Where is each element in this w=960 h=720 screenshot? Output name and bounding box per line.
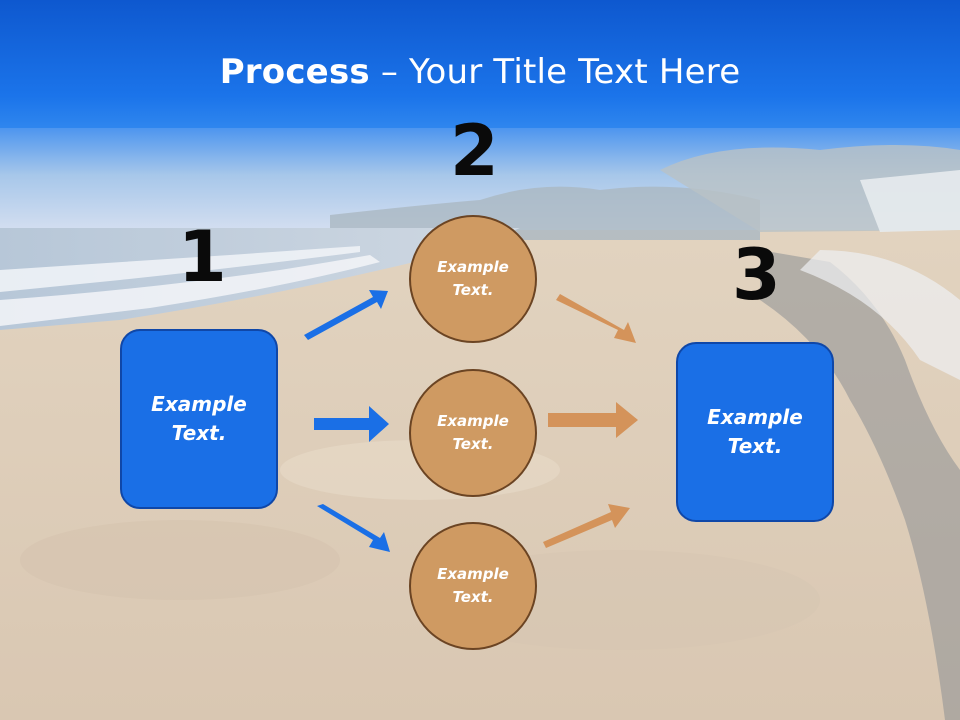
circle-middle: Example Text.: [409, 369, 537, 497]
circle-top: Example Text.: [409, 215, 537, 343]
process-box-right: Example Text.: [676, 342, 834, 522]
circle-top-text: Example Text.: [437, 258, 509, 299]
circle-middle-text: Example Text.: [437, 412, 509, 453]
title-rest: – Your Title Text Here: [369, 52, 741, 92]
circle-bottom-text: Example Text.: [437, 565, 509, 606]
process-box-left: Example Text.: [120, 329, 278, 509]
arrow-right-tan: [548, 402, 638, 438]
arrow-down-right: [317, 504, 390, 552]
tan-arrows: [543, 294, 638, 548]
step-number-1: 1: [178, 216, 227, 298]
arrow-up-right-tan: [543, 504, 630, 548]
arrow-right-blue: [314, 406, 389, 442]
step-number-3: 3: [732, 234, 781, 316]
blue-arrows: [304, 290, 390, 552]
process-box-left-text: Example Text.: [151, 392, 247, 445]
process-box-right-text: Example Text.: [707, 405, 803, 458]
step-number-2: 2: [450, 110, 499, 192]
arrow-up-right: [304, 290, 388, 340]
slide-title: Process – Your Title Text Here: [0, 52, 960, 92]
circle-bottom: Example Text.: [409, 522, 537, 650]
title-bold: Process: [219, 52, 370, 92]
arrow-down-right-tan: [556, 294, 636, 343]
